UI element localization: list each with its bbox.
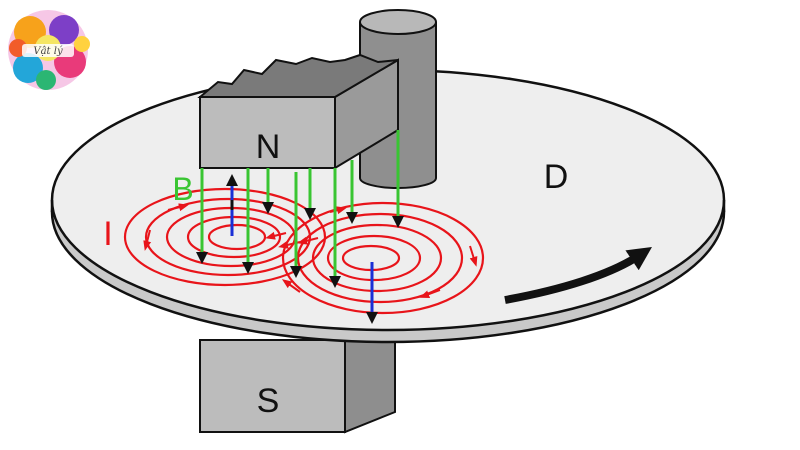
magnetic-field-lines bbox=[196, 130, 404, 288]
field-label: B bbox=[172, 171, 193, 207]
logo-text: Vật lý bbox=[33, 46, 63, 57]
south-magnet: S bbox=[199, 316, 396, 434]
induced-field-vectors bbox=[226, 174, 378, 324]
logo-icon: Vật lý bbox=[8, 10, 90, 90]
current-label: I bbox=[103, 215, 112, 253]
disk-label: D bbox=[544, 158, 569, 196]
rotation-arrow-icon bbox=[504, 247, 652, 304]
north-magnet: N bbox=[197, 53, 399, 170]
eddy-current-loops bbox=[123, 187, 485, 315]
current-direction-arrows bbox=[143, 203, 478, 298]
north-pole-label: N bbox=[256, 128, 281, 166]
south-pole-label: S bbox=[257, 382, 280, 420]
